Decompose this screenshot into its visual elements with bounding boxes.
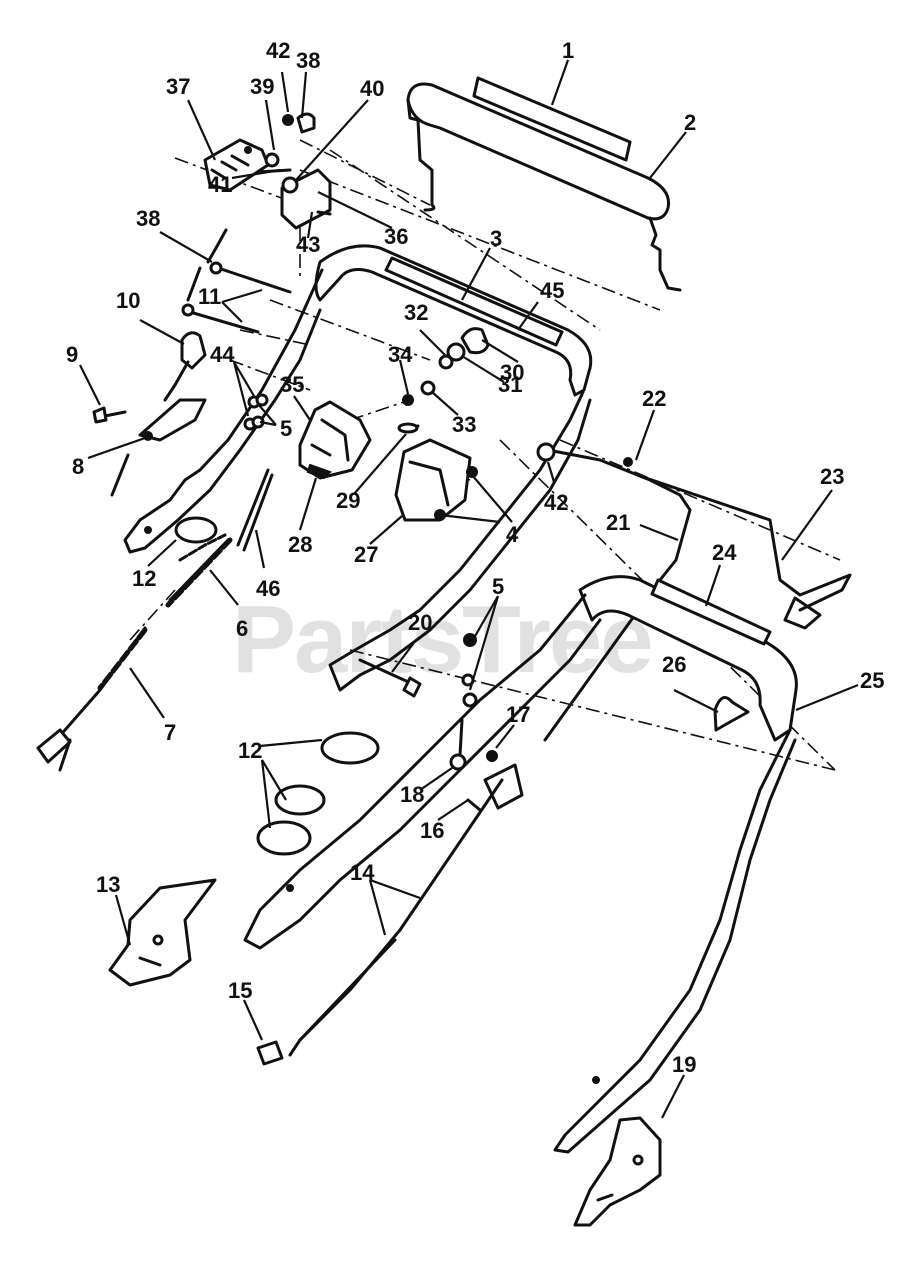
callout-42-mid: 42 — [544, 490, 568, 515]
control-housing — [298, 400, 420, 480]
watermark: PartsTree — [232, 586, 652, 693]
control-rods — [536, 442, 852, 742]
callout-leaders — [79, 59, 859, 1119]
callout-29: 29 — [336, 488, 360, 513]
knob-hardware — [402, 327, 490, 406]
callout-26: 26 — [662, 652, 686, 677]
callout-8: 8 — [72, 454, 84, 479]
callout-17: 17 — [506, 702, 530, 727]
callout-numbers: 1 2 3 4 5 5 5 6 7 8 9 10 11 12 12 13 14 … — [66, 38, 884, 1077]
callout-11: 11 — [198, 284, 221, 309]
callout-12-upper: 12 — [132, 566, 156, 591]
callout-14: 14 — [350, 860, 375, 885]
callout-4: 4 — [506, 522, 519, 547]
callout-38-top: 38 — [296, 48, 320, 73]
mounting-plate-19 — [573, 1116, 662, 1227]
grip-label — [472, 76, 632, 162]
callout-1: 1 — [562, 38, 574, 63]
callout-18: 18 — [400, 782, 424, 807]
callout-33: 33 — [452, 412, 476, 437]
control-box — [394, 438, 478, 522]
callout-2: 2 — [684, 110, 696, 135]
callout-22: 22 — [642, 386, 666, 411]
callout-21: 21 — [606, 510, 630, 535]
callout-45: 45 — [540, 278, 564, 303]
callout-34: 34 — [388, 342, 413, 367]
callout-3: 3 — [490, 226, 502, 251]
callout-46: 46 — [256, 576, 280, 601]
callout-27: 27 — [354, 542, 378, 567]
callout-10: 10 — [116, 288, 140, 313]
callout-43: 43 — [296, 232, 320, 257]
callout-32: 32 — [404, 300, 428, 325]
callout-13: 13 — [96, 872, 120, 897]
lower-handle — [243, 575, 798, 1154]
callout-36: 36 — [384, 224, 408, 249]
callout-19: 19 — [672, 1052, 696, 1077]
mounting-plate-13 — [108, 878, 217, 987]
callout-25: 25 — [860, 668, 884, 693]
callout-9: 9 — [66, 342, 78, 367]
callout-31: 31 — [498, 372, 522, 397]
callout-35: 35 — [280, 372, 304, 397]
cables — [36, 468, 274, 772]
callout-24: 24 — [712, 540, 737, 565]
middle-handle — [123, 244, 593, 692]
callout-16: 16 — [420, 818, 444, 843]
clamp-rings — [256, 731, 380, 856]
callout-40: 40 — [360, 76, 384, 101]
lower-hardware — [449, 633, 524, 812]
callout-44: 44 — [210, 342, 235, 367]
callout-42-top: 42 — [266, 38, 290, 63]
lower-rods — [256, 778, 504, 1066]
callout-38-left: 38 — [136, 206, 160, 231]
bolt-20 — [358, 658, 422, 698]
callout-20: 20 — [408, 610, 432, 635]
callout-12-lower: 12 — [238, 738, 262, 763]
control-bracket-assembly — [186, 112, 332, 302]
callout-23: 23 — [820, 464, 844, 489]
callout-37: 37 — [166, 74, 190, 99]
callout-6: 6 — [236, 616, 248, 641]
callout-7: 7 — [164, 720, 176, 745]
callout-15: 15 — [228, 978, 252, 1003]
callout-5-upper: 5 — [280, 416, 292, 441]
callout-39: 39 — [250, 74, 274, 99]
callout-28: 28 — [288, 532, 312, 557]
callout-30: 30 — [500, 360, 524, 385]
upper-handle-bar — [406, 82, 682, 292]
callout-5-lower: 5 — [492, 574, 504, 599]
callout-41: 41 — [208, 172, 232, 197]
